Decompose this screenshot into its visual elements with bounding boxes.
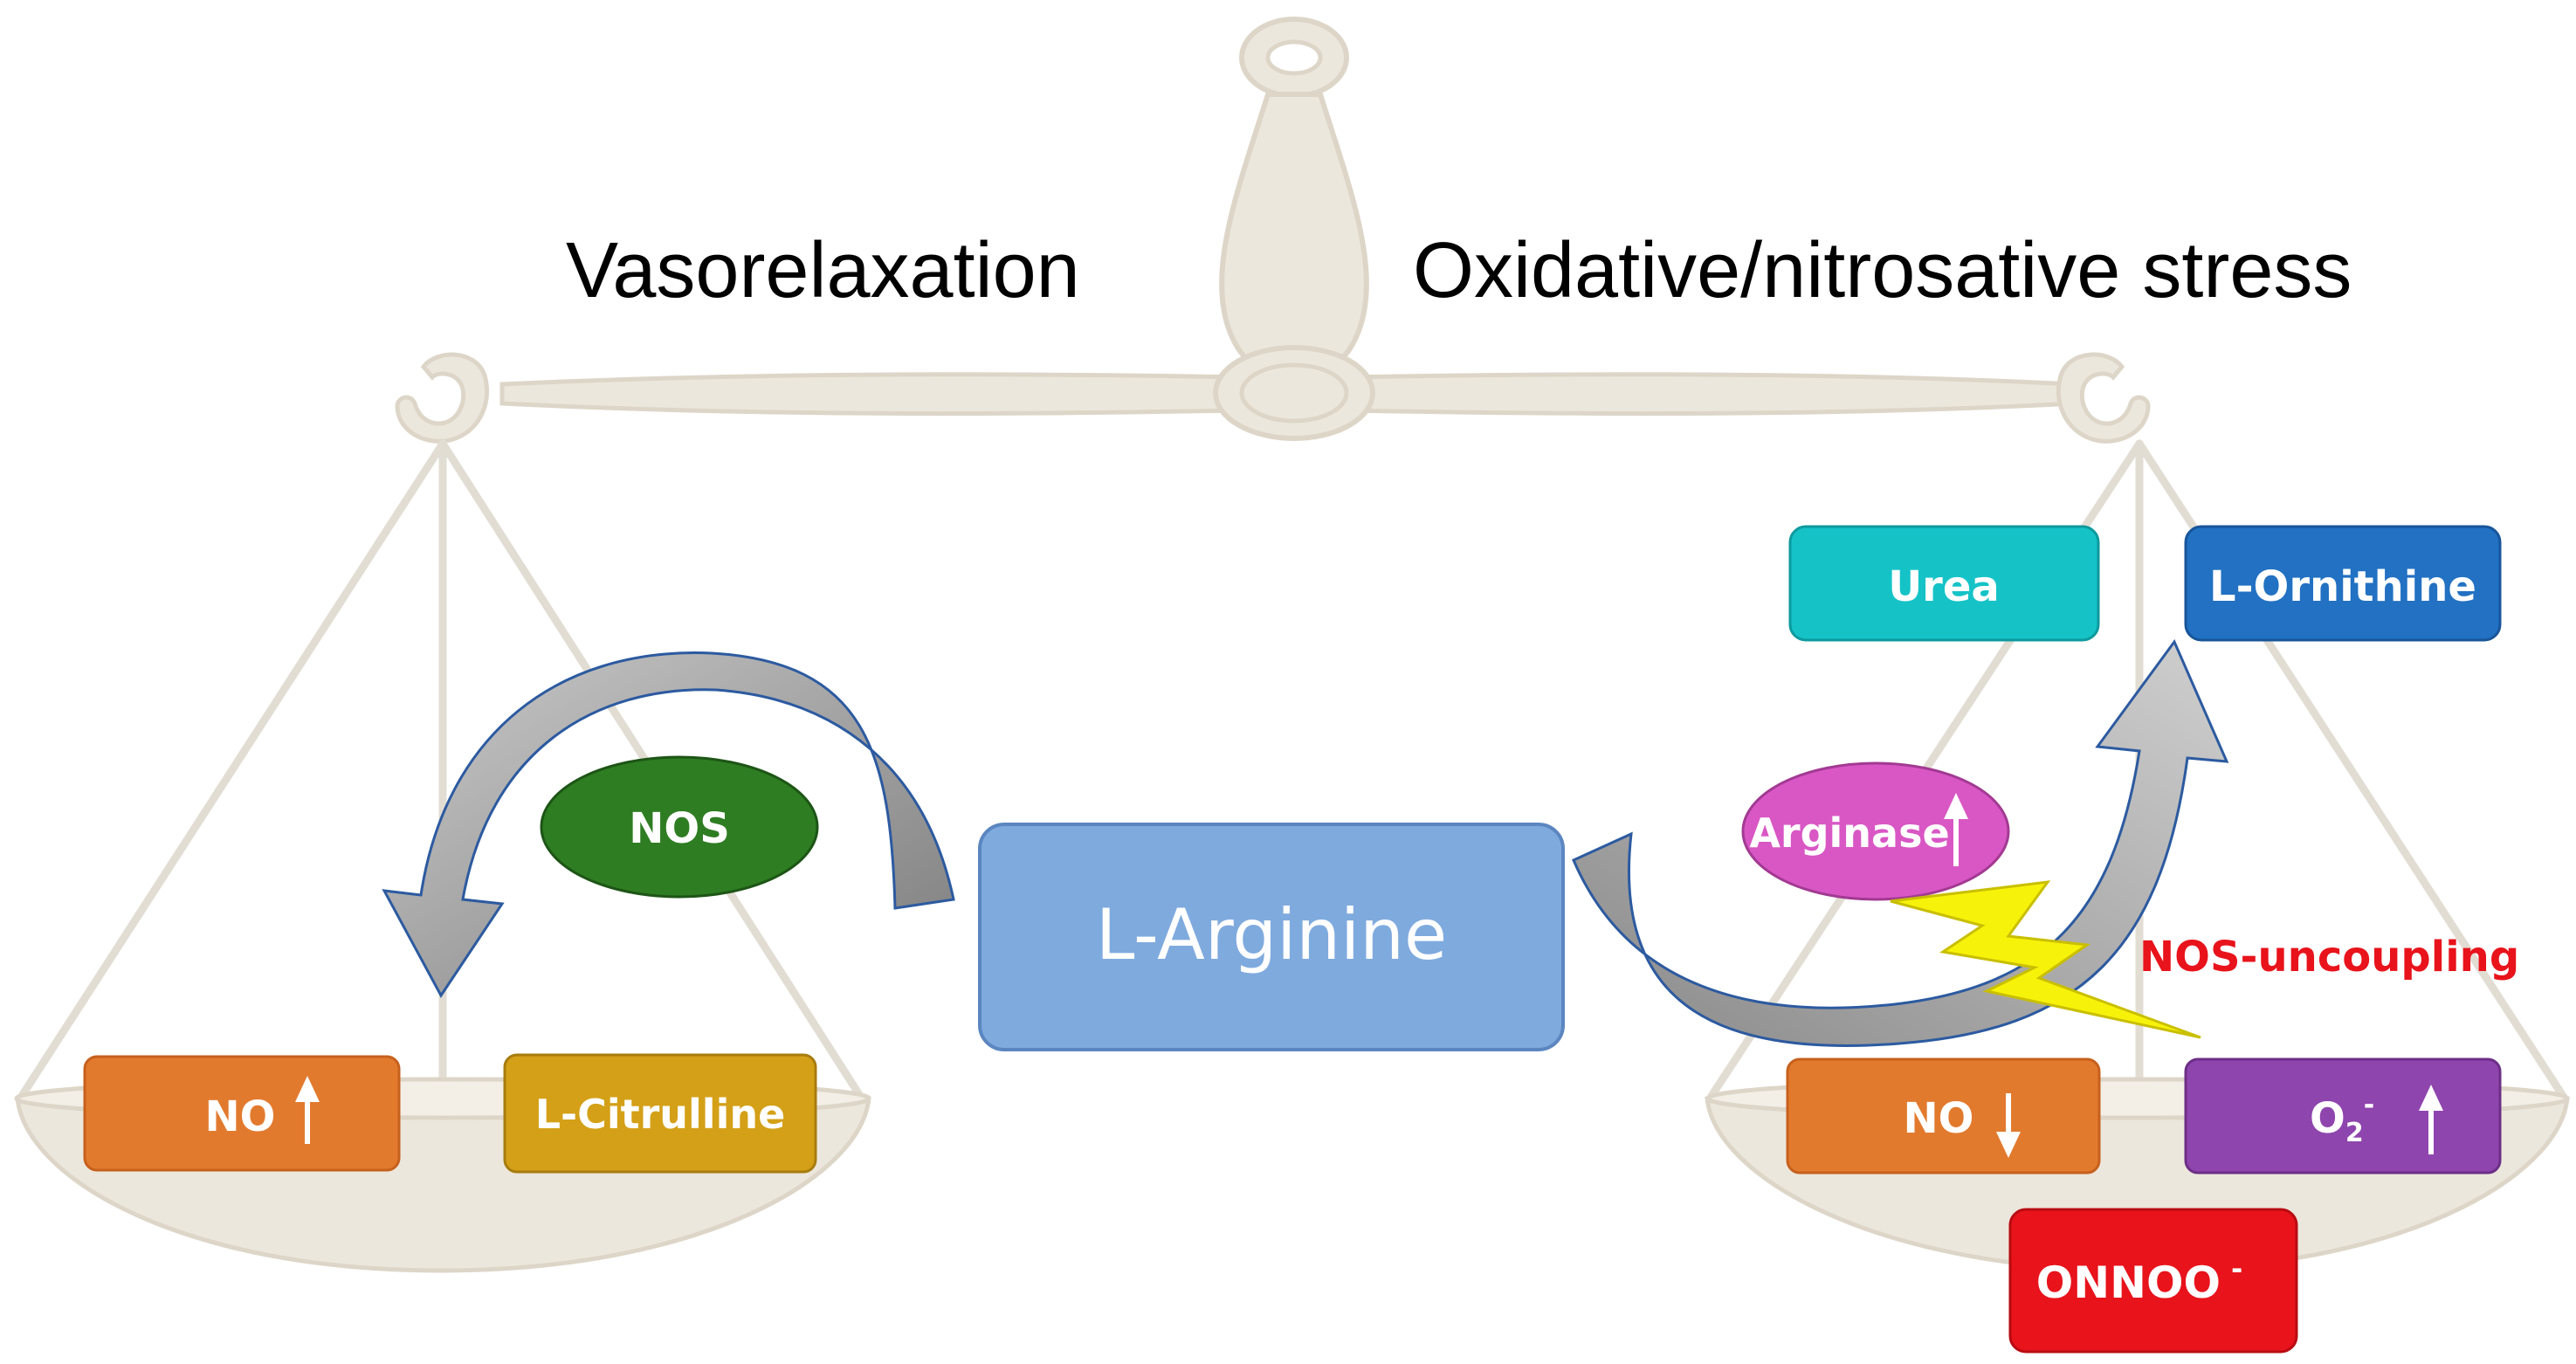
scale-stem [1219,92,1369,379]
scale-hook-left [395,352,490,444]
heading-vasorelaxation: Vasorelaxation [566,227,1080,314]
l-citrulline-label: L-Citrulline [535,1091,786,1138]
superoxide-superscript: - [2364,1090,2374,1120]
l-ornithine-label: L-Ornithine [2209,562,2476,611]
arginase-enzyme-label: Arginase [1749,809,1949,857]
urea-box [1788,525,2100,642]
superoxide-base: O [2310,1094,2345,1143]
peroxynitrite-label: ONNOO- [2036,1252,2243,1308]
nos-enzyme-ellipse [540,755,819,899]
arginase-up-arrow-icon [1944,793,1968,866]
superoxide-label: O2- [2310,1090,2374,1148]
superoxide-up-arrow-icon [2419,1085,2443,1154]
no-down-arrow-icon [1996,1093,2021,1158]
l-citrulline-box [503,1053,817,1174]
nos-reaction-arrow [382,651,955,998]
l-ornithine-box [2184,525,2502,642]
no-increase-label: NO [205,1092,276,1141]
no-decrease-box [1786,1057,2101,1175]
peroxynitrite-base: ONNOO [2036,1257,2221,1308]
nos-uncoupling-label: NOS-uncoupling [2139,933,2519,982]
urea-label: Urea [1888,562,2000,611]
no-decrease-label: NO [1904,1094,1974,1143]
heading-oxidative-stress: Oxidative/nitrosative stress [1413,227,2352,314]
l-arginine-label: L-Arginine [1096,894,1447,975]
scale-hook-right [2056,352,2151,444]
superoxide-box [2184,1057,2502,1175]
peroxynitrite-box [2008,1208,2298,1354]
lightning-bolt-icon [1890,880,2201,1039]
arginase-enzyme-ellipse [1741,761,2010,901]
no-increase-box [83,1055,401,1172]
superoxide-subscript: 2 [2345,1118,2364,1148]
peroxynitrite-superscript: - [2231,1252,2242,1285]
scale-hub-inner [1239,362,1349,424]
scale-top-ring-hole [1265,39,1323,76]
no-up-arrow-icon [295,1076,320,1144]
nos-enzyme-label: NOS [629,804,730,853]
l-arginine-box [978,823,1565,1051]
